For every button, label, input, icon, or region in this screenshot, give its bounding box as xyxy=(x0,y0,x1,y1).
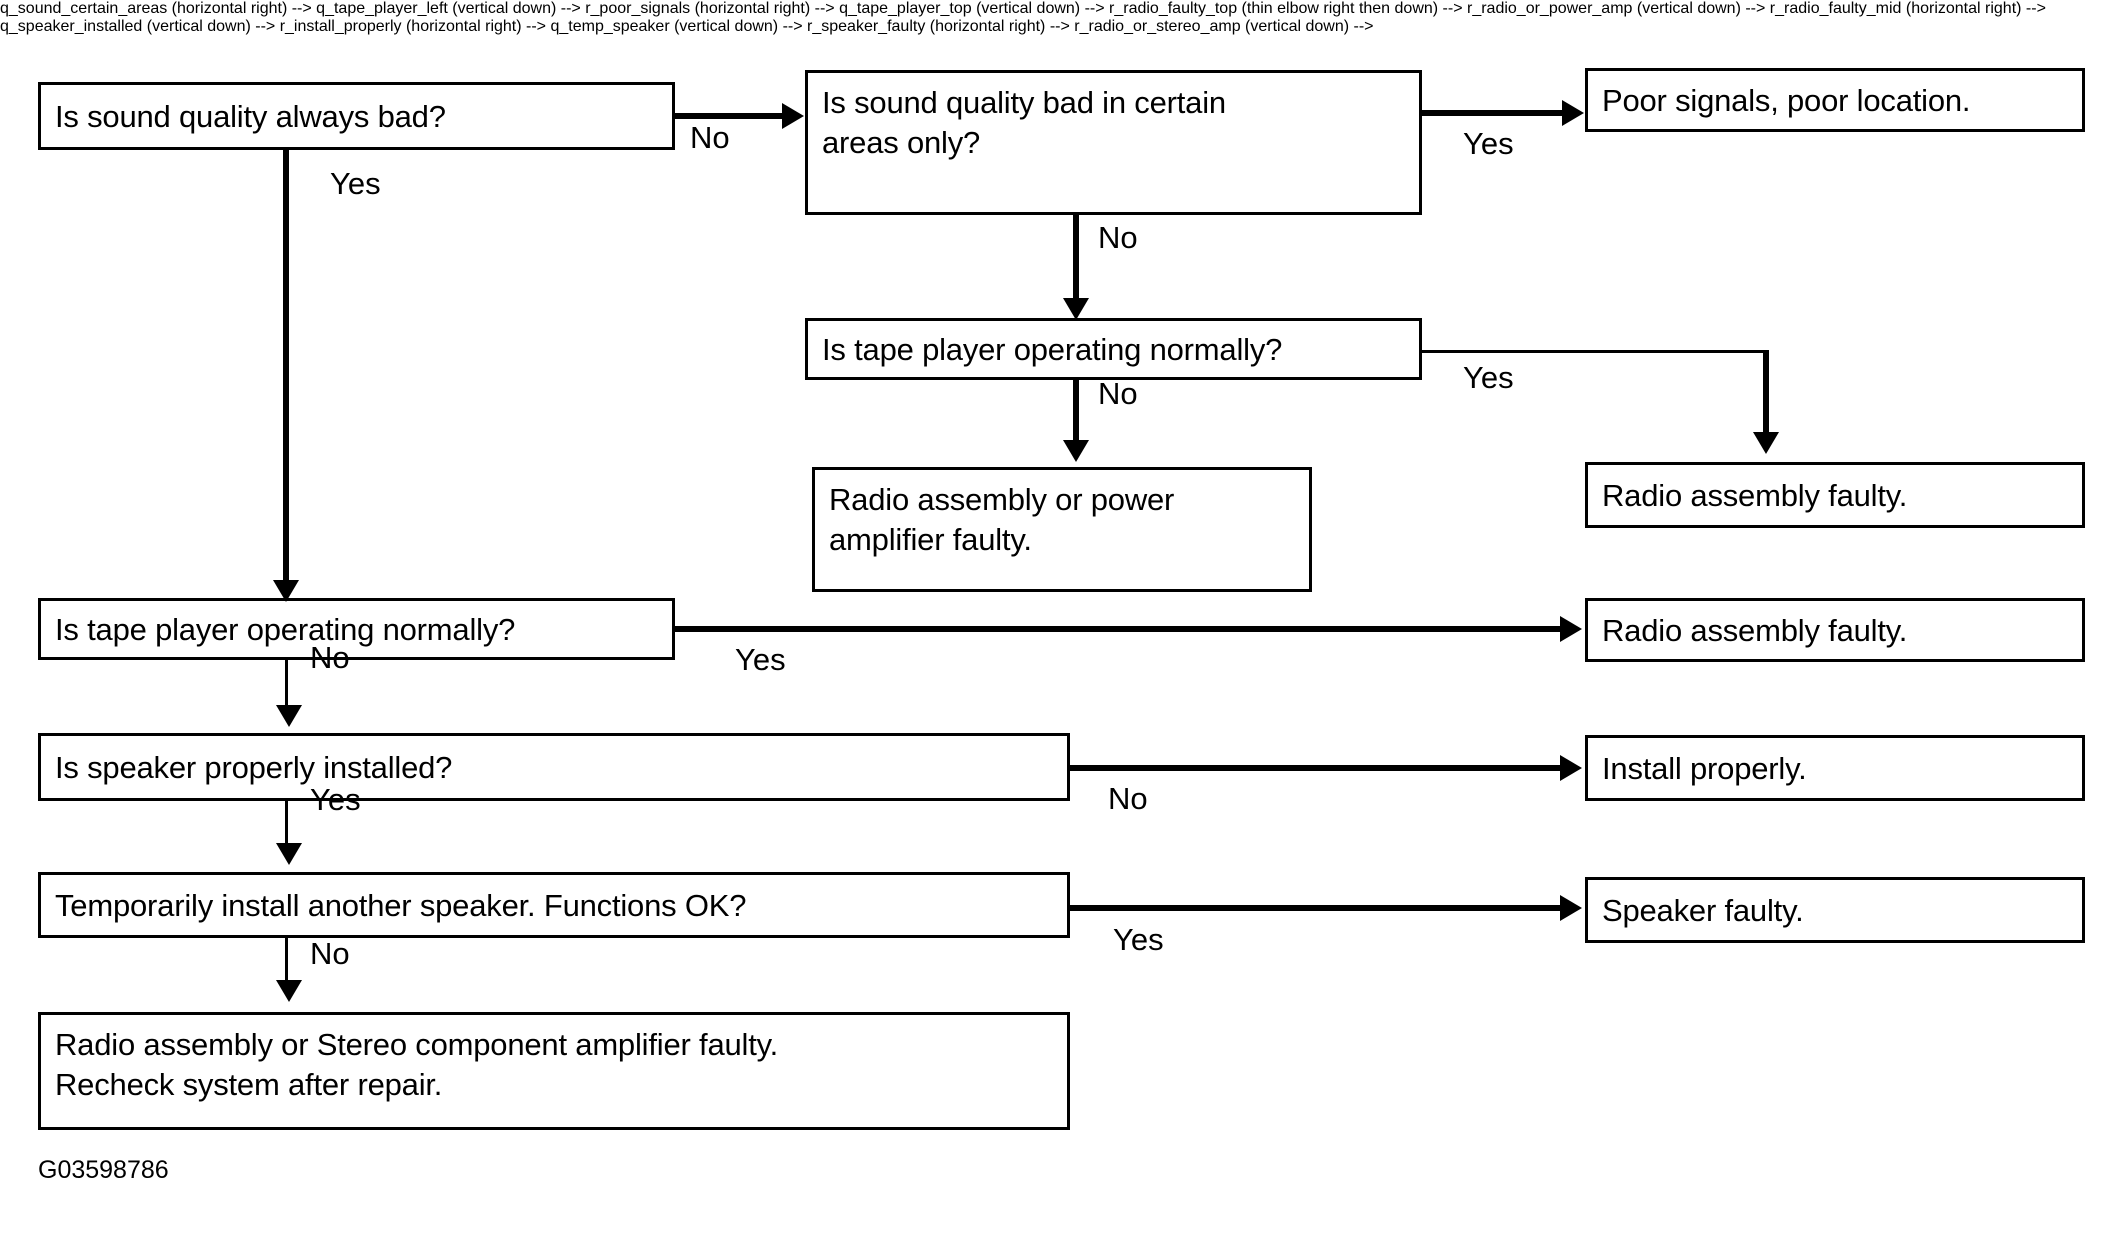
edge-label-no-6: No xyxy=(310,936,350,971)
edge-arrowhead-no-5 xyxy=(1560,755,1582,781)
node-label: Poor signals, poor location. xyxy=(1602,83,1971,119)
edge-arrowhead-no-1 xyxy=(782,103,804,129)
edge-line-yes-3-vertical xyxy=(1763,350,1769,435)
edge-line-no-4 xyxy=(285,658,288,710)
node-is-tape-player-operating-normally-left: Is tape player operating normally? xyxy=(38,598,675,660)
edge-arrowhead-yes-3 xyxy=(1753,432,1779,454)
node-label: Speaker faulty. xyxy=(1602,893,1804,929)
edge-arrowhead-yes-2 xyxy=(1562,100,1584,126)
edge-label-yes-4: Yes xyxy=(735,642,786,677)
edge-line-yes-4 xyxy=(672,626,1562,632)
edge-label-no-1: No xyxy=(690,120,730,155)
edge-line-yes-6 xyxy=(1067,905,1562,911)
edge-label-no-2: No xyxy=(1098,220,1138,255)
edge-line-yes-2 xyxy=(1419,110,1562,116)
edge-label-yes-1: Yes xyxy=(330,166,381,201)
node-label: Is speaker properly installed? xyxy=(55,750,453,786)
edge-arrowhead-no-6 xyxy=(276,980,302,1002)
node-temporarily-install-another-speaker: Temporarily install another speaker. Fun… xyxy=(38,872,1070,938)
edge-line-yes-1 xyxy=(283,148,289,583)
edge-label-no-4: No xyxy=(310,640,350,675)
node-label: Is tape player operating normally? xyxy=(822,332,1283,368)
node-radio-assembly-faulty-mid: Radio assembly faulty. xyxy=(1585,598,2085,662)
node-is-tape-player-operating-normally-top: Is tape player operating normally? xyxy=(805,318,1422,380)
node-label: Radio assembly or power amplifier faulty… xyxy=(829,482,1175,557)
node-radio-assembly-or-power-amplifier-faulty: Radio assembly or power amplifier faulty… xyxy=(812,467,1312,592)
edge-label-yes-3: Yes xyxy=(1463,360,1514,395)
edge-line-yes-3-horizontal xyxy=(1419,350,1769,353)
edge-arrowhead-no-3 xyxy=(1063,440,1089,462)
node-is-sound-quality-bad-certain-areas: Is sound quality bad in certain areas on… xyxy=(805,70,1422,215)
node-label: Radio assembly or Stereo component ampli… xyxy=(55,1027,779,1102)
node-speaker-faulty: Speaker faulty. xyxy=(1585,877,2085,943)
edge-label-yes-2: Yes xyxy=(1463,126,1514,161)
edge-line-no-5 xyxy=(1067,765,1562,771)
edge-arrowhead-no-4 xyxy=(276,705,302,727)
node-poor-signals-poor-location: Poor signals, poor location. xyxy=(1585,68,2085,132)
edge-arrowhead-yes-5 xyxy=(276,843,302,865)
edge-line-no-2 xyxy=(1073,213,1079,301)
edge-arrowhead-yes-4 xyxy=(1560,616,1582,642)
node-radio-assembly-or-stereo-component-amplifier-faulty: Radio assembly or Stereo component ampli… xyxy=(38,1012,1070,1130)
node-label: Radio assembly faulty. xyxy=(1602,478,1908,514)
edge-line-no-6 xyxy=(285,936,288,984)
node-label: Temporarily install another speaker. Fun… xyxy=(55,888,747,924)
node-is-speaker-properly-installed: Is speaker properly installed? xyxy=(38,733,1070,801)
edge-label-no-5: No xyxy=(1108,781,1148,816)
edge-arrowhead-no-2 xyxy=(1063,298,1089,320)
edge-line-no-1 xyxy=(672,113,782,119)
node-label: Install properly. xyxy=(1602,751,1807,787)
node-label: Is sound quality always bad? xyxy=(55,99,446,135)
node-label: Is sound quality bad in certain areas on… xyxy=(822,85,1226,160)
edge-line-yes-5 xyxy=(285,799,288,847)
node-label: Radio assembly faulty. xyxy=(1602,613,1908,649)
edge-label-no-3: No xyxy=(1098,376,1138,411)
node-radio-assembly-faulty-top: Radio assembly faulty. xyxy=(1585,462,2085,528)
edge-label-yes-6: Yes xyxy=(1113,922,1164,957)
node-is-sound-quality-always-bad: Is sound quality always bad? xyxy=(38,82,675,150)
figure-code: G03598786 xyxy=(38,1156,169,1184)
node-install-properly: Install properly. xyxy=(1585,735,2085,801)
edge-line-no-3 xyxy=(1073,378,1079,442)
node-label: Is tape player operating normally? xyxy=(55,612,516,648)
edge-arrowhead-yes-1 xyxy=(273,580,299,602)
edge-label-yes-5: Yes xyxy=(310,782,361,817)
edge-arrowhead-yes-6 xyxy=(1560,895,1582,921)
